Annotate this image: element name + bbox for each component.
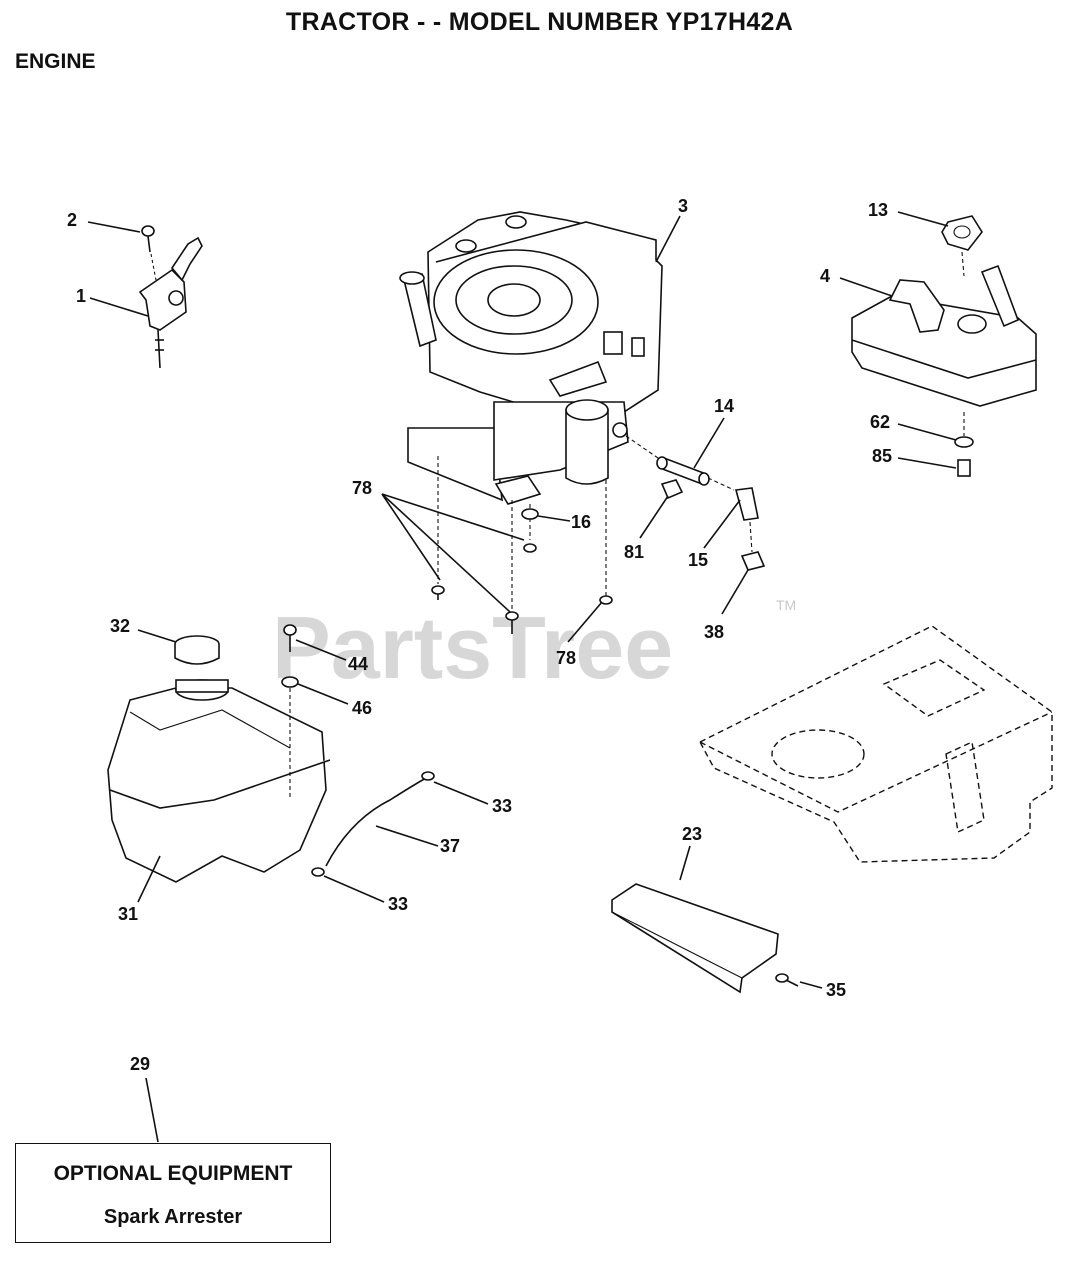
nut-81-part <box>660 479 684 500</box>
bolt-78-parts <box>431 456 613 634</box>
shield-23-part <box>611 883 779 994</box>
screw-44-part <box>283 624 297 652</box>
exhaust-pipe-14-part <box>625 435 710 486</box>
callout-78-upper: 78 <box>352 478 372 498</box>
callout-78-lower: 78 <box>556 648 576 668</box>
callout-81: 81 <box>624 542 644 562</box>
washer-16-part <box>521 508 539 520</box>
clamp-33-upper-part <box>421 771 435 781</box>
screw-2-part <box>141 225 157 281</box>
callout-33-lower: 33 <box>388 894 408 914</box>
callout-13: 13 <box>868 200 888 220</box>
watermark-trademark: TM <box>776 597 796 613</box>
optional-equipment-box: OPTIONAL EQUIPMENT Spark Arrester <box>15 1143 331 1243</box>
callout-23: 23 <box>682 824 702 844</box>
callout-3: 3 <box>678 196 688 216</box>
callout-29: 29 <box>130 1054 150 1074</box>
gasket-13-part <box>941 215 983 277</box>
callout-62: 62 <box>870 412 890 432</box>
optional-equipment-heading: OPTIONAL EQUIPMENT <box>53 1162 293 1185</box>
frame-part <box>699 625 1053 863</box>
callout-32: 32 <box>110 616 130 636</box>
spark-arrester-15-part <box>707 477 759 553</box>
washer-46-part <box>281 676 299 688</box>
optional-equipment-item: Spark Arrester <box>103 1206 243 1228</box>
leader-lines <box>87 211 957 1143</box>
callout-14: 14 <box>714 396 734 416</box>
callout-16: 16 <box>571 512 591 532</box>
section-label: ENGINE <box>15 50 96 73</box>
page-title: TRACTOR - - MODEL NUMBER YP17H42A <box>285 8 794 36</box>
callout-35: 35 <box>826 980 846 1000</box>
callout-37: 37 <box>440 836 460 856</box>
callout-31: 31 <box>118 904 138 924</box>
muffler-4-part <box>851 264 1037 407</box>
screw-35-part <box>775 973 799 987</box>
callout-85: 85 <box>872 446 892 466</box>
screw-85-part <box>957 412 971 477</box>
callout-15: 15 <box>688 550 708 570</box>
clamp-33-lower-part <box>311 867 325 877</box>
callout-4: 4 <box>820 266 830 286</box>
nut-38-part <box>740 551 766 571</box>
throttle-control-part <box>138 236 203 369</box>
engine-part <box>399 211 663 505</box>
fuel-line-37-part <box>325 777 427 867</box>
watermark: PartsTree <box>272 598 673 697</box>
washer-62-part <box>954 436 974 448</box>
callout-33-upper: 33 <box>492 796 512 816</box>
callout-1: 1 <box>76 286 86 306</box>
callout-2: 2 <box>67 210 77 230</box>
fuel-tank-31-part <box>107 679 331 883</box>
callout-46: 46 <box>352 698 372 718</box>
callout-38: 38 <box>704 622 724 642</box>
callout-44: 44 <box>348 654 368 674</box>
fuel-cap-32-part <box>174 635 220 665</box>
